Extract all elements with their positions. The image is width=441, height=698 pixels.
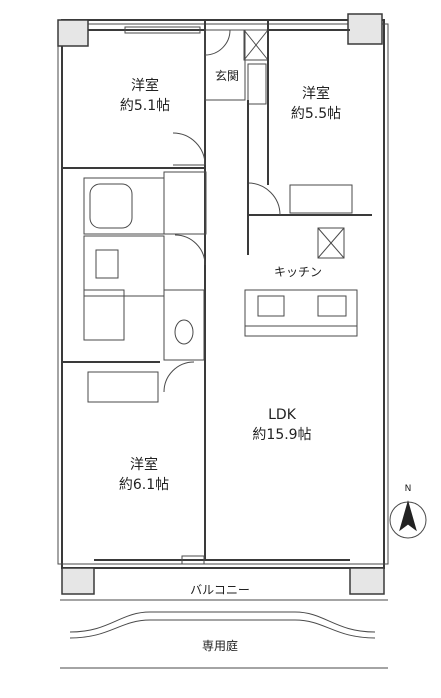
door-swing-toilet [163, 361, 195, 393]
bathroom [83, 177, 165, 235]
garden-label: 専用庭 [201, 639, 238, 653]
room-western-3-size: 約6.1帖 [118, 477, 170, 493]
shoe-closet [247, 63, 267, 105]
washing-machine-area [83, 289, 125, 341]
door-swing-w1 [172, 132, 206, 166]
kitchen-counter-edge [244, 326, 358, 337]
room-western-1: 洋室 約5.1帖 [95, 76, 195, 116]
kitchen-label: キッチン [273, 265, 322, 279]
room-ldk-name: LDK [268, 407, 296, 423]
closet-w2 [289, 184, 353, 214]
outer-wall-inner [57, 23, 389, 565]
bathtub [89, 183, 133, 229]
balcony-label: バルコニー [190, 583, 250, 597]
room-western-3-name: 洋室 [130, 457, 158, 473]
door-swing-wash [174, 234, 206, 266]
entrance-area [204, 29, 246, 101]
door-swing-w2 [247, 182, 281, 216]
stove [317, 295, 347, 317]
fridge-x2 [317, 227, 345, 259]
closet-w3 [87, 371, 159, 403]
garden-curve-top [69, 611, 376, 633]
room-ldk-size: 約15.9帖 [252, 427, 312, 443]
outer-wall [61, 19, 385, 569]
room-ldk: LDK 約15.9帖 [232, 405, 332, 445]
pillar-top-right [347, 13, 383, 45]
room-western-2-size: 約5.5帖 [290, 106, 342, 122]
sink [257, 295, 285, 317]
pillar-bottom-right [349, 567, 385, 595]
room-western-2-name: 洋室 [302, 86, 330, 102]
toilet-room [163, 289, 205, 361]
washbasin [95, 249, 119, 279]
room-western-3: 洋室 約6.1帖 [94, 455, 194, 495]
garden-curve-bottom [69, 619, 376, 639]
toilet [174, 319, 194, 345]
utility-closet [163, 171, 207, 235]
meter-box-x2 [243, 29, 269, 61]
room-western-1-name: 洋室 [131, 78, 159, 94]
kitchen-counter [244, 289, 358, 327]
entrance-label: 玄関 [214, 69, 239, 83]
fridge-box [317, 227, 345, 259]
window-w1 [124, 26, 201, 34]
compass-icon [399, 500, 417, 532]
room-western-1-size: 約5.1帖 [119, 98, 171, 114]
pillar-bottom-left [61, 567, 95, 595]
window-frame [181, 555, 205, 565]
pillar-top-left [57, 19, 89, 47]
room-western-2: 洋室 約5.5帖 [266, 84, 366, 124]
compass-label: N [404, 484, 412, 494]
entrance-door-swing [204, 29, 231, 56]
